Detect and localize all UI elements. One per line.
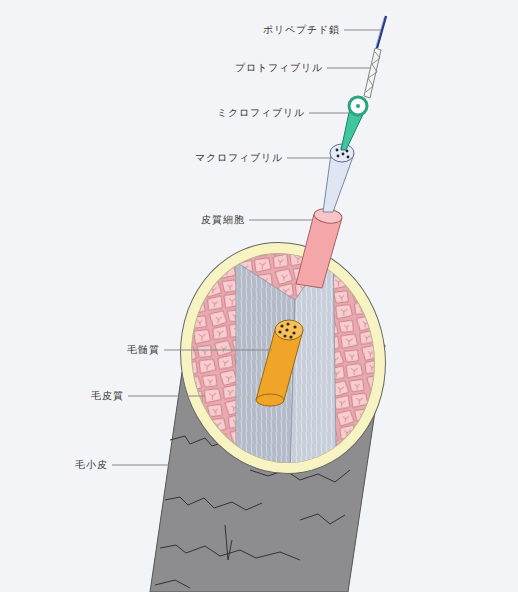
cortical-cell <box>296 214 342 288</box>
part-label: ポリペプチド鎖 <box>170 22 340 38</box>
cuticle-rim <box>162 226 403 490</box>
medulla <box>256 330 303 400</box>
medulla-top <box>275 320 303 340</box>
leader-lines <box>112 30 381 465</box>
macrofibril <box>323 154 354 212</box>
part-label: ミクロフィブリル <box>135 105 305 121</box>
part-label: プロトフィブリル <box>153 60 323 76</box>
part-label: 毛皮質 <box>0 388 124 404</box>
protofibril <box>364 48 381 98</box>
part-label: 毛小皮 <box>0 457 108 473</box>
part-label: 毛髄質 <box>0 342 160 358</box>
part-label: マクロフィブリル <box>113 150 283 166</box>
part-label: 皮質細胞 <box>75 212 245 228</box>
polypeptide-chain <box>377 16 386 48</box>
